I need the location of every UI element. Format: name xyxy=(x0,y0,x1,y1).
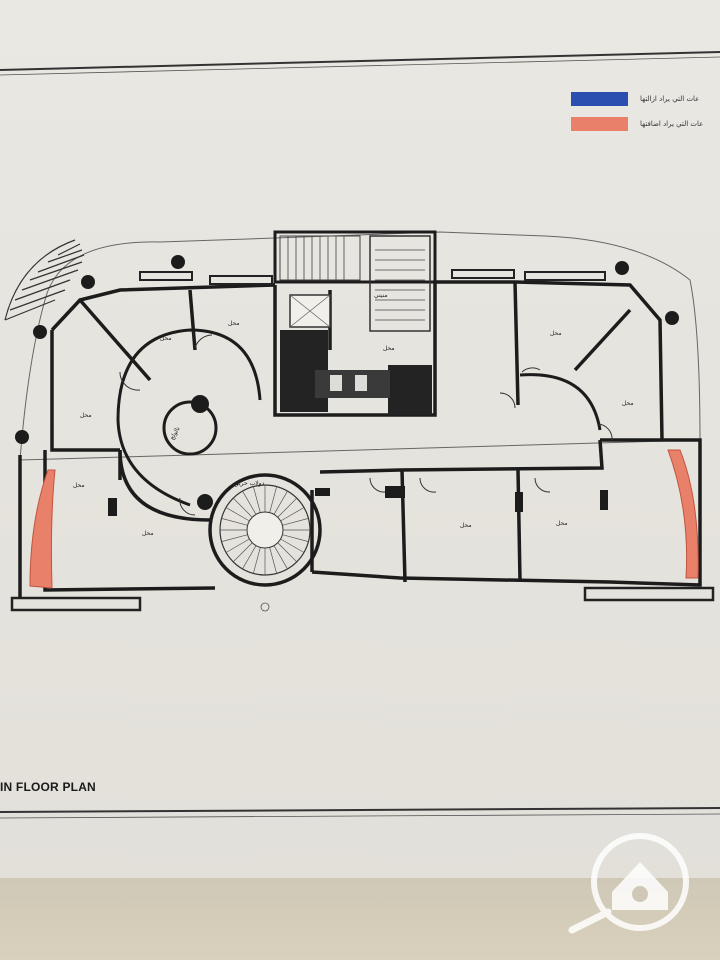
room-label: محل xyxy=(142,530,154,537)
fan-stair-left xyxy=(4,239,85,321)
room-label: محل xyxy=(460,522,472,529)
spiral-tread xyxy=(269,486,277,513)
spiral-tread xyxy=(253,486,261,513)
watermark-logo xyxy=(568,833,689,934)
window-strip xyxy=(451,269,515,279)
plan-title: IN FLOOR PLAN xyxy=(0,780,96,794)
spiral-tread xyxy=(273,545,288,570)
door-swings xyxy=(119,334,613,516)
room-label: محل xyxy=(228,320,240,327)
spiral-stair-outer xyxy=(208,473,322,587)
right-curve-wall xyxy=(519,373,602,431)
core-wc xyxy=(315,370,390,398)
frame-top-line xyxy=(0,51,720,71)
spiral-tread xyxy=(280,538,305,553)
spiral-tread xyxy=(269,547,277,574)
stair-b-treads xyxy=(375,249,425,321)
window-strip xyxy=(209,275,273,285)
core-top xyxy=(273,230,437,284)
stair-note: منيني xyxy=(374,292,388,299)
legend-label-add: عات التي يراد اضافتها xyxy=(640,120,704,128)
spiral-tread xyxy=(242,490,257,515)
stair-a-treads xyxy=(287,236,345,280)
column-dot xyxy=(191,395,209,413)
legend-label-remove: عات التي يراد ازالتها xyxy=(640,95,700,103)
north-marker xyxy=(260,602,270,612)
room-label: محل xyxy=(622,400,634,407)
closet-label: دولاب حريق xyxy=(234,480,265,487)
spiral-tread xyxy=(232,497,253,518)
spiral-tread xyxy=(282,534,309,542)
spiral-tread xyxy=(273,490,288,515)
spiral-tread xyxy=(242,545,257,570)
spiral-stair-core xyxy=(246,511,284,549)
legend-swatch-remove xyxy=(571,92,628,106)
outer-outline xyxy=(19,231,701,461)
lobby-curve-wall xyxy=(116,328,262,507)
spiral-tread xyxy=(225,538,250,553)
spiral-tread xyxy=(253,547,261,574)
spiral-tread xyxy=(282,518,309,526)
window-strip xyxy=(524,271,606,281)
spiral-tread xyxy=(277,542,298,563)
spiral-tread xyxy=(225,507,250,522)
pier-blocks xyxy=(108,486,608,516)
added-wall-left xyxy=(29,469,56,589)
frame-bottom-line-thin xyxy=(0,813,720,819)
spiral-stair-treads xyxy=(220,485,310,575)
room-label: محل xyxy=(80,412,92,419)
room-label: محل xyxy=(160,335,172,342)
spiral-tread xyxy=(277,497,298,518)
lobby-column-ring xyxy=(162,400,218,456)
column-dot xyxy=(197,494,213,510)
legend-swatch-add xyxy=(571,117,628,131)
spiral-tread xyxy=(221,518,248,526)
balcony-right xyxy=(583,586,715,602)
room-label: محل xyxy=(550,330,562,337)
spiral-tread xyxy=(221,534,248,542)
added-wall-right xyxy=(667,449,699,579)
columns xyxy=(15,255,679,444)
stair-b xyxy=(369,235,431,332)
frame-top-line-thin xyxy=(0,56,720,76)
core-dark-right xyxy=(388,365,432,415)
watermark-ring xyxy=(591,833,689,931)
spiral-tread xyxy=(232,542,253,563)
spiral-tread xyxy=(280,507,305,522)
room-label: محل xyxy=(383,345,395,352)
room-label: محل xyxy=(73,482,85,489)
window-strip xyxy=(139,271,193,281)
frame-bottom-line xyxy=(0,807,720,813)
balcony-left xyxy=(10,596,142,612)
room-label: محل xyxy=(556,520,568,527)
